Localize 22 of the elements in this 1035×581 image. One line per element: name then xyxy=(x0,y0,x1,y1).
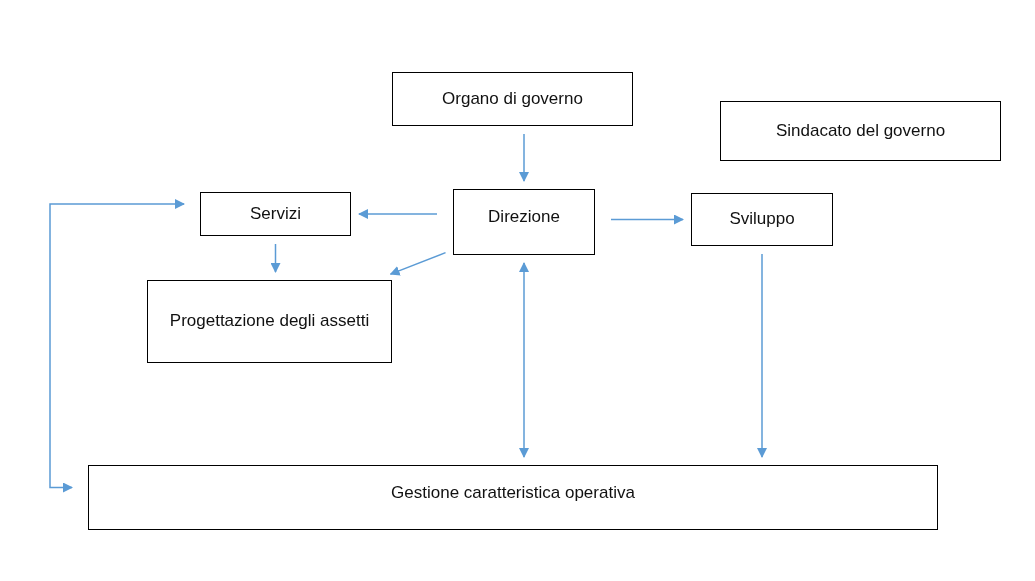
box-label: Servizi xyxy=(250,202,301,225)
process-box xyxy=(453,189,595,255)
process-box xyxy=(691,193,833,246)
arrow xyxy=(757,253,767,458)
arrow xyxy=(270,243,281,273)
arrow xyxy=(610,214,684,225)
process-box xyxy=(88,465,938,530)
arrow xyxy=(49,199,185,493)
arrow xyxy=(389,251,447,276)
box-label: Sviluppo xyxy=(729,208,795,231)
box-label: Progettazione degli assetti xyxy=(169,310,370,333)
arrow xyxy=(519,262,529,458)
process-box xyxy=(147,280,392,363)
box-label: Organo di governo xyxy=(442,87,583,110)
process-box xyxy=(200,192,351,236)
process-box xyxy=(720,101,1001,161)
box-label: Gestione caratteristica operativa xyxy=(391,482,635,504)
arrow xyxy=(519,133,529,182)
box-label: Direzione xyxy=(488,206,560,228)
process-box xyxy=(392,72,633,126)
arrow xyxy=(358,209,438,219)
box-label: Sindacato del governo xyxy=(775,119,946,142)
